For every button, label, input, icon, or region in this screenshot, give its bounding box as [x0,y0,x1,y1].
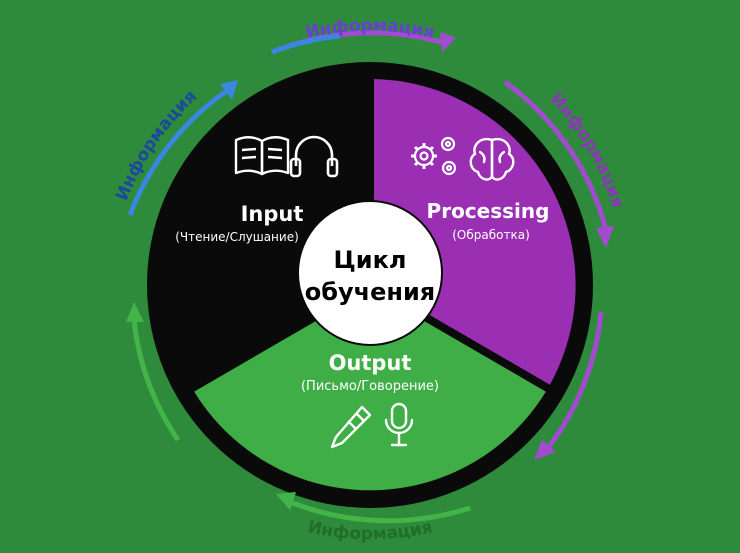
arrow-lower-right [546,311,604,450]
processing-title: Processing [427,199,550,223]
output-title: Output [329,351,412,375]
center-title-line2: обучения [305,278,435,306]
headphones-icon [289,135,339,178]
center-circle [297,200,443,346]
arrow-bottom-head [276,492,296,510]
arrow-label-top: Информация [304,16,437,43]
arrow-top-blue-part [271,33,341,55]
center-title-line1: Цикл [334,246,407,274]
input-title: Input [241,202,304,226]
arrow-lower-right-head [534,440,556,460]
arrow-left-upper [127,87,230,216]
pen-icon [330,405,372,449]
output-subtitle: (Письмо/Говорение) [301,379,439,394]
arrow-right [503,79,609,231]
gears-icon [411,136,457,176]
input-subtitle: (Чтение/Слушание) [175,230,299,244]
arrow-bottom [289,499,471,524]
arrow-left-lower-head [126,302,144,322]
segment-output [192,285,548,491]
book-icon [234,136,290,176]
arrow-top-head [440,32,456,52]
arrow-left-lower [131,319,181,442]
microphone-icon [384,402,414,447]
arrow-right-head [596,226,614,248]
arrow-left-upper-head [220,80,238,100]
processing-subtitle: (Обработка) [452,228,530,242]
brain-icon [469,137,515,181]
